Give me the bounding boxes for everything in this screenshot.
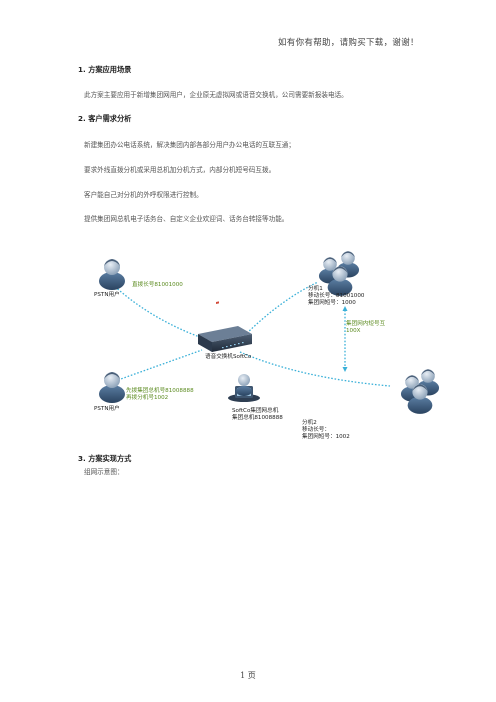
section-3-sub: 组网示意图： — [84, 468, 124, 476]
link-pstn1-switch — [109, 281, 209, 341]
extension-1-mobile: 移动长号：81001000 — [308, 293, 365, 299]
link-lines — [109, 281, 391, 387]
section-2-paragraph: 提供集团网总机电子话务台、自定义企业欢迎词、话务台转接等功能。 — [84, 215, 289, 223]
section-1-heading: 1. 方案应用场景 — [78, 65, 132, 74]
extension-1-short: 集团网短号：1000 — [308, 300, 356, 306]
operator-label-line-1: SoftCo集团网总机 — [232, 408, 279, 414]
section-2-paragraph: 新建集团办公电话系统，解决集团内部各部分用户办公电话的互联互通； — [84, 141, 295, 149]
page-number: 1 页 — [240, 671, 256, 680]
pstn-user-2-label: PSTN用户 — [94, 406, 120, 412]
short-dial-label-line-2: 100X — [346, 328, 361, 334]
link-pstn2-switch — [117, 349, 203, 381]
link-switch-ext2 — [239, 351, 391, 387]
extension-2-mobile: 移动长号： — [302, 427, 330, 433]
switch-icon — [198, 301, 252, 352]
section-2-paragraph: 要求外线直拨分机或采用总机加分机方式，内部分机短号码互拨。 — [84, 166, 276, 174]
operator-label-line-2: 集团总机81008888 — [232, 415, 283, 421]
direct-line-label: 直拨长号81001000 — [132, 282, 183, 288]
link-arrows — [342, 306, 348, 372]
header-note: 如有你有帮助，请购买下载，谢谢！ — [278, 38, 419, 48]
section-2-heading: 2. 客户需求分析 — [78, 114, 132, 123]
section-3-heading: 3. 方案实现方式 — [78, 454, 132, 463]
pstn-user-2-icon — [99, 372, 125, 403]
pilot-label-line-2: 再拨分机号1002 — [126, 395, 169, 401]
section-1-body: 此方案主要应用于新增集团网用户，企业原无虚拟网或语音交换机，公司需要新报装电话。 — [84, 91, 348, 99]
short-dial-label-line-1: 集团网内短号互 — [346, 321, 386, 327]
pilot-label-line-1: 先拨集团总机号81008888 — [126, 388, 194, 394]
pstn-user-1-icon — [99, 259, 125, 290]
extension-2-short: 集团网短号：1002 — [302, 434, 350, 440]
operator-console-icon — [228, 374, 260, 402]
section-2-paragraph: 客户能自己对分机的外呼权限进行控制。 — [84, 191, 203, 199]
extension-2-title: 分机2 — [302, 420, 317, 426]
extension-2-group-icon — [400, 369, 440, 414]
extension-1-title: 分机1 — [308, 286, 323, 292]
link-switch-ext1 — [241, 281, 319, 339]
extension-1-group-icon — [318, 251, 360, 296]
switch-label: 语音交换机SoftCo — [205, 354, 252, 360]
pstn-user-1-label: PSTN用户 — [94, 292, 120, 298]
